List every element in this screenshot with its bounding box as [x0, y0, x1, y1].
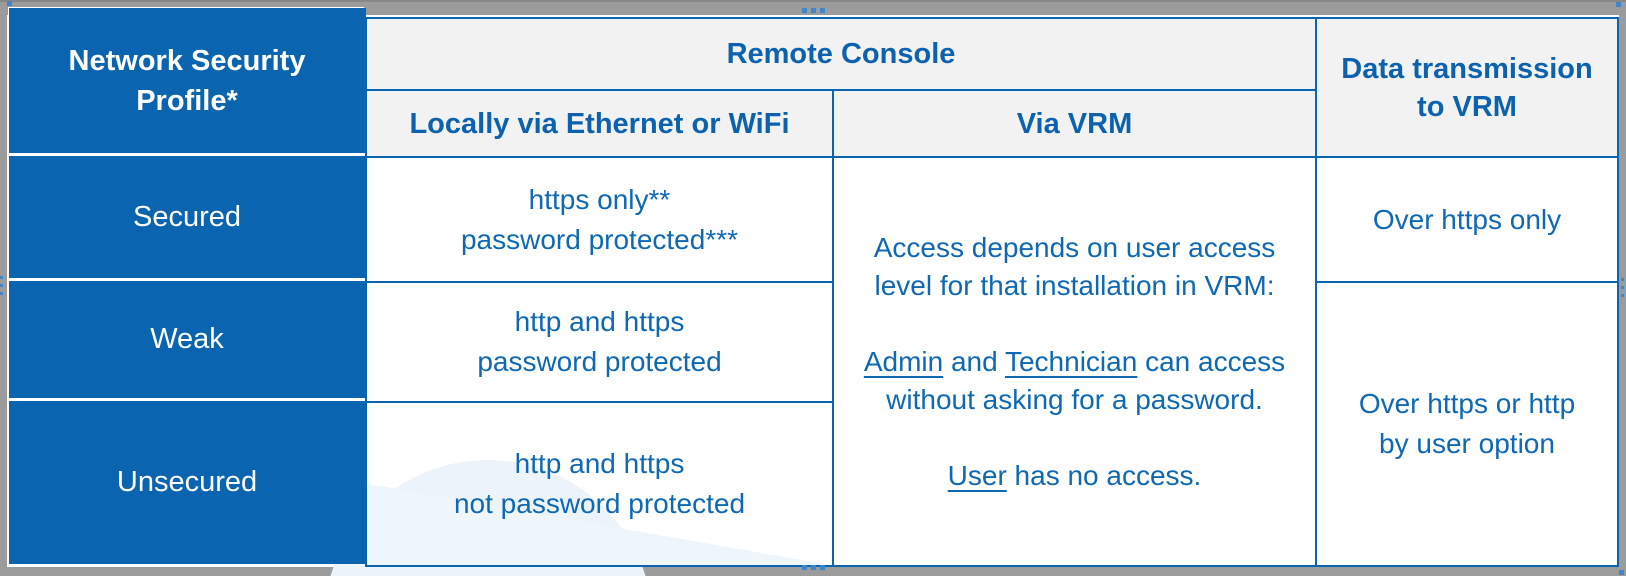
column-header-network-security-profile[interactable]: Network Security Profile* [9, 8, 365, 153]
selection-handle-top-right[interactable] [1616, 2, 1621, 7]
technician-role-text: Technician [1004, 345, 1138, 377]
and-text: and [943, 345, 1005, 377]
vrm-access-cell[interactable]: Access depends on user access level for … [832, 156, 1317, 567]
selection-handle-mid-right-dot[interactable] [1621, 278, 1624, 281]
data-transmission-header-cell[interactable]: Data transmission to VRM [1315, 17, 1619, 158]
admin-role-text: Admin [863, 345, 944, 377]
transmission-secured-text: Over https only [1372, 203, 1562, 235]
access-rest-text: can access without asking for a password… [886, 345, 1286, 415]
unsecured-label: Unsecured [116, 466, 258, 498]
vrm-user-access: User has no access. [948, 457, 1202, 495]
remote-console-label: Remote Console [726, 38, 956, 70]
network-security-profile-label: Network Security Profile* [68, 44, 306, 117]
unsecured-local-access-text: http and https not password protected [453, 448, 746, 519]
selection-handle-top-left[interactable] [7, 1, 12, 6]
locally-via-ethernet-header-cell[interactable]: Locally via Ethernet or WiFi [365, 89, 834, 158]
row-header-unsecured[interactable]: Unsecured [9, 401, 365, 564]
selection-handle-bottom-right[interactable] [1619, 570, 1624, 575]
transmission-weak-unsecured-cell[interactable]: Over https or http by user option [1315, 281, 1619, 567]
transmission-secured-cell[interactable]: Over https only [1315, 156, 1619, 283]
secured-label: Secured [132, 200, 241, 233]
transmission-weak-unsecured-text: Over https or http by user option [1358, 388, 1576, 459]
selection-handle-mid-right-dot[interactable] [1621, 286, 1624, 289]
weak-local-access-text: http and https password protected [477, 306, 722, 377]
vrm-access-roles: Admin and Technician can access without … [864, 343, 1285, 419]
weak-label: Weak [150, 323, 224, 355]
selection-handle-mid-right-dot[interactable] [1621, 294, 1624, 297]
secured-local-access-cell[interactable]: https only** password protected*** [365, 156, 834, 283]
row-separator [9, 398, 365, 401]
selection-handle-mid-left-dot[interactable] [0, 284, 3, 287]
selection-handle-mid-left-dot[interactable] [0, 276, 3, 279]
row-header-weak[interactable]: Weak [9, 281, 365, 398]
row-separator [9, 278, 365, 281]
selection-handle-bottom-center-dot[interactable] [811, 565, 816, 570]
selection-handle-mid-left-dot[interactable] [0, 292, 3, 295]
unsecured-local-access-cell[interactable]: http and https not password protected [365, 401, 834, 567]
row-separator [9, 153, 365, 156]
selection-handle-bottom-center-dot[interactable] [802, 565, 807, 570]
secured-local-access-text: https only** password protected*** [460, 183, 739, 255]
weak-local-access-cell[interactable]: http and https password protected [365, 281, 834, 403]
row-header-secured[interactable]: Secured [9, 156, 365, 278]
selection-handle-top-center-dot[interactable] [820, 8, 825, 13]
data-transmission-label: Data transmission to VRM [1341, 52, 1593, 123]
via-vrm-label: Via VRM [1016, 107, 1133, 140]
row-header-column: Network Security Profile* Secured Weak U… [9, 8, 365, 564]
locally-via-ethernet-label: Locally via Ethernet or WiFi [409, 107, 790, 140]
remote-console-header-cell[interactable]: Remote Console [365, 17, 1317, 91]
selection-handle-top-center-dot[interactable] [811, 8, 816, 13]
vrm-access-intro: Access depends on user access level for … [873, 231, 1276, 301]
selection-handle-bottom-center-dot[interactable] [820, 565, 825, 570]
selection-handle-top-center-dot[interactable] [802, 8, 807, 13]
user-rest-text: has no access. [1006, 459, 1202, 491]
via-vrm-header-cell[interactable]: Via VRM [832, 89, 1317, 158]
user-role-text: User [947, 459, 1007, 491]
